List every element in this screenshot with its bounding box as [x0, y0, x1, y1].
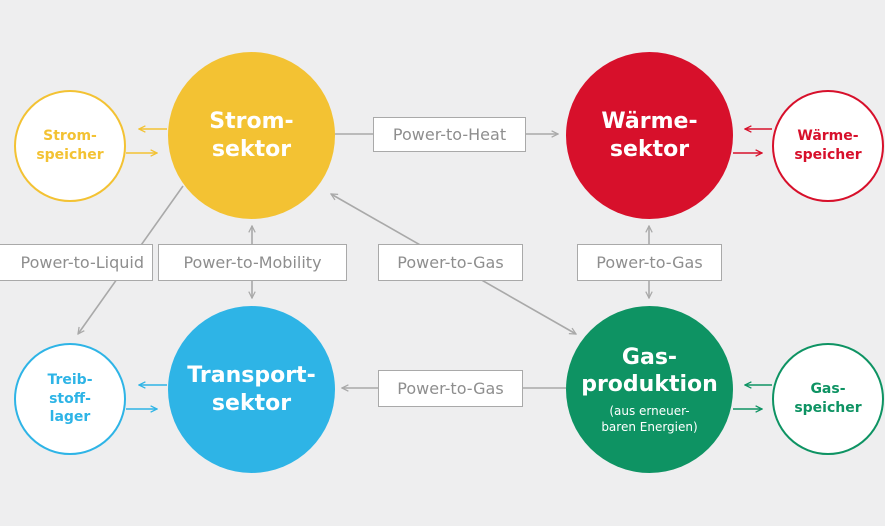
waermespeicher-label-line2: speicher: [794, 147, 862, 163]
power-to-mobility-label: Power-to-Mobility: [158, 244, 347, 281]
gasproduktion-label-line1: Gas-: [621, 344, 678, 370]
power-to-liquid-label: Power-to-Liquid: [0, 244, 153, 281]
gasproduktion-label-line2: produktion: [581, 372, 718, 398]
treibstofflager-label-line2: stoff-: [49, 390, 91, 407]
transportsektor-label-line2: sektor: [211, 390, 292, 416]
gasproduktion-note-line1: (aus erneuer-: [609, 403, 690, 418]
waermesektor-node: Wärme- sektor: [566, 52, 733, 219]
stromsektor-node: Strom- sektor: [168, 52, 335, 219]
stromspeicher-label-line2: speicher: [36, 147, 104, 163]
treibstofflager-label-line3: lager: [49, 409, 91, 426]
gasproduktion-node: Gas- produktion (aus erneuer- baren Ener…: [566, 306, 733, 473]
gasproduktion-note-line2: baren Energien): [601, 420, 698, 434]
waermespeicher-label-line1: Wärme-: [797, 128, 859, 145]
power-to-gas-vertical-label: Power-to-Gas: [577, 244, 722, 281]
stromsektor-label-line1: Strom-: [209, 109, 294, 134]
power-to-heat-label: Power-to-Heat: [373, 117, 526, 152]
gasspeicher-node: Gas- speicher: [772, 343, 884, 455]
waermespeicher-node: Wärme- speicher: [772, 90, 884, 202]
waermesektor-label-line2: sektor: [609, 136, 690, 162]
waermesektor-label-line1: Wärme-: [601, 109, 698, 134]
stromspeicher-node: Strom- speicher: [14, 90, 126, 202]
treibstofflager-node: Treib- stoff- lager: [14, 343, 126, 455]
stromsektor-label-line2: sektor: [211, 136, 292, 162]
transportsektor-node: Transport- sektor: [168, 306, 335, 473]
stromspeicher-label-line1: Strom-: [43, 128, 97, 145]
power-to-gas-diagonal-label: Power-to-Gas: [378, 244, 523, 281]
treibstofflager-label-line1: Treib-: [47, 371, 93, 388]
transportsektor-label-line1: Transport-: [187, 363, 316, 388]
gasspeicher-label-line2: speicher: [794, 400, 862, 416]
power-to-gas-horizontal-label: Power-to-Gas: [378, 370, 523, 407]
gasspeicher-label-line1: Gas-: [810, 381, 846, 398]
